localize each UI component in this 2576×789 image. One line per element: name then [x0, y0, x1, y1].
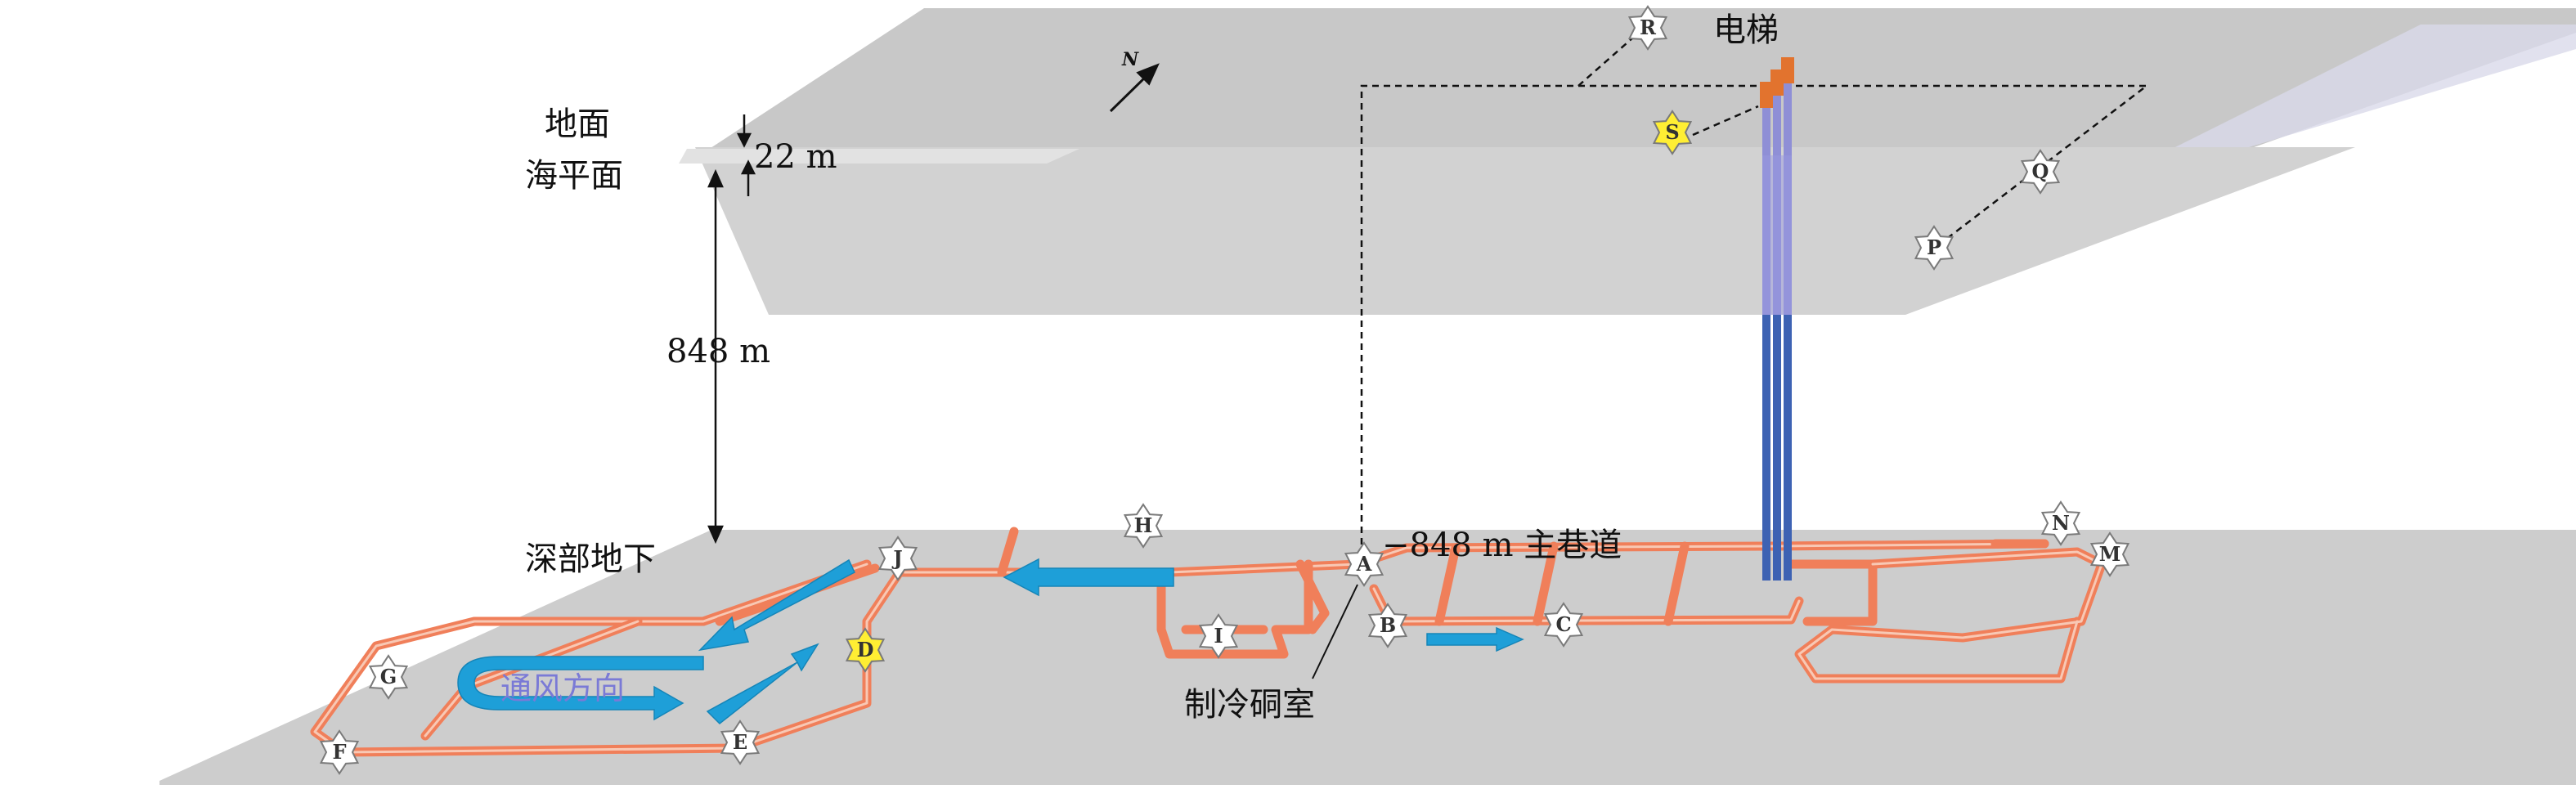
star-icon	[845, 627, 886, 673]
point-label: D	[857, 638, 874, 661]
star-icon	[720, 720, 761, 765]
sea-level-edge	[679, 149, 1079, 164]
point-label: G	[380, 665, 397, 688]
dimension-depth	[707, 168, 724, 545]
point-marker-j: J	[877, 536, 918, 581]
point-label: P	[1927, 235, 1941, 259]
airflow-arrow-main	[1003, 558, 1174, 597]
point-label: F	[332, 740, 346, 764]
point-marker-d: D	[845, 627, 886, 673]
point-marker-n: N	[2040, 500, 2081, 546]
ground-plane	[687, 8, 2576, 164]
point-marker-g: G	[368, 654, 409, 700]
star-icon	[1914, 225, 1954, 271]
star-icon	[1198, 613, 1239, 659]
point-marker-a: A	[1344, 541, 1384, 587]
star-icon	[1123, 503, 1164, 549]
point-label: M	[2099, 542, 2121, 566]
point-marker-m: M	[2089, 531, 2130, 577]
point-label: J	[891, 546, 902, 570]
point-label: Q	[2032, 159, 2049, 183]
elevator-label: 电梯	[1713, 11, 1779, 49]
point-marker-r: R	[1627, 5, 1668, 51]
dimension-ground-sea	[736, 114, 756, 196]
ground-plane-edge	[2126, 25, 2576, 172]
point-markers: R S Q P H A B C I J D G F E N M	[319, 5, 2130, 775]
star-icon	[319, 729, 360, 775]
star-icon	[1344, 541, 1384, 587]
point-marker-h: H	[1123, 503, 1164, 549]
point-marker-q: Q	[2020, 149, 2061, 195]
point-label: R	[1640, 16, 1657, 39]
point-label: I	[1214, 624, 1223, 648]
depth-dimension-label: 848 m	[666, 333, 770, 370]
deep-underground-label: 深部地下	[525, 540, 656, 578]
ventilation-direction-label: 通风方向	[500, 670, 625, 706]
ventilation-u-arrow	[457, 656, 704, 721]
star-icon	[2040, 500, 2081, 546]
ground-sea-dimension-label: 22 m	[754, 138, 837, 176]
star-icon	[1367, 603, 1408, 648]
deep-underground-plane	[159, 530, 2576, 785]
point-marker-s: S	[1652, 110, 1693, 155]
point-marker-b: B	[1367, 603, 1408, 648]
star-icon	[1543, 602, 1584, 648]
sea-level-label: 海平面	[525, 157, 623, 195]
refrigeration-room-label: 制冷硐室	[1184, 686, 1315, 724]
point-label: N	[2052, 511, 2070, 535]
point-label: E	[733, 730, 747, 754]
airflow-arrows	[457, 558, 1524, 725]
star-icon	[368, 654, 409, 700]
elevator-shafts	[1760, 57, 1794, 581]
airflow-arrow-j	[698, 558, 855, 652]
star-icon	[2020, 149, 2061, 195]
north-arrow-icon	[1109, 63, 1160, 113]
star-icon	[877, 536, 918, 581]
star-icon	[2089, 531, 2130, 577]
airflow-arrow-b	[1426, 626, 1524, 652]
sea-level-plane	[695, 147, 2355, 315]
star-icon	[1627, 5, 1668, 51]
point-label: S	[1665, 120, 1679, 144]
point-marker-c: C	[1543, 602, 1584, 648]
point-label: A	[1356, 552, 1372, 576]
north-label: N	[1121, 49, 1139, 70]
point-marker-e: E	[720, 720, 761, 765]
refrigeration-leader-line	[1312, 584, 1358, 679]
point-marker-p: P	[1914, 225, 1954, 271]
airflow-arrow-e	[706, 643, 819, 725]
ground-label: 地面	[545, 105, 610, 143]
star-icon	[1652, 110, 1693, 155]
main-tunnel-label: −848 m 主巷道	[1382, 527, 1622, 564]
point-label: H	[1134, 513, 1153, 537]
point-label: C	[1555, 612, 1571, 636]
point-marker-f: F	[319, 729, 360, 775]
point-label: B	[1380, 613, 1396, 637]
point-marker-i: I	[1198, 613, 1239, 659]
